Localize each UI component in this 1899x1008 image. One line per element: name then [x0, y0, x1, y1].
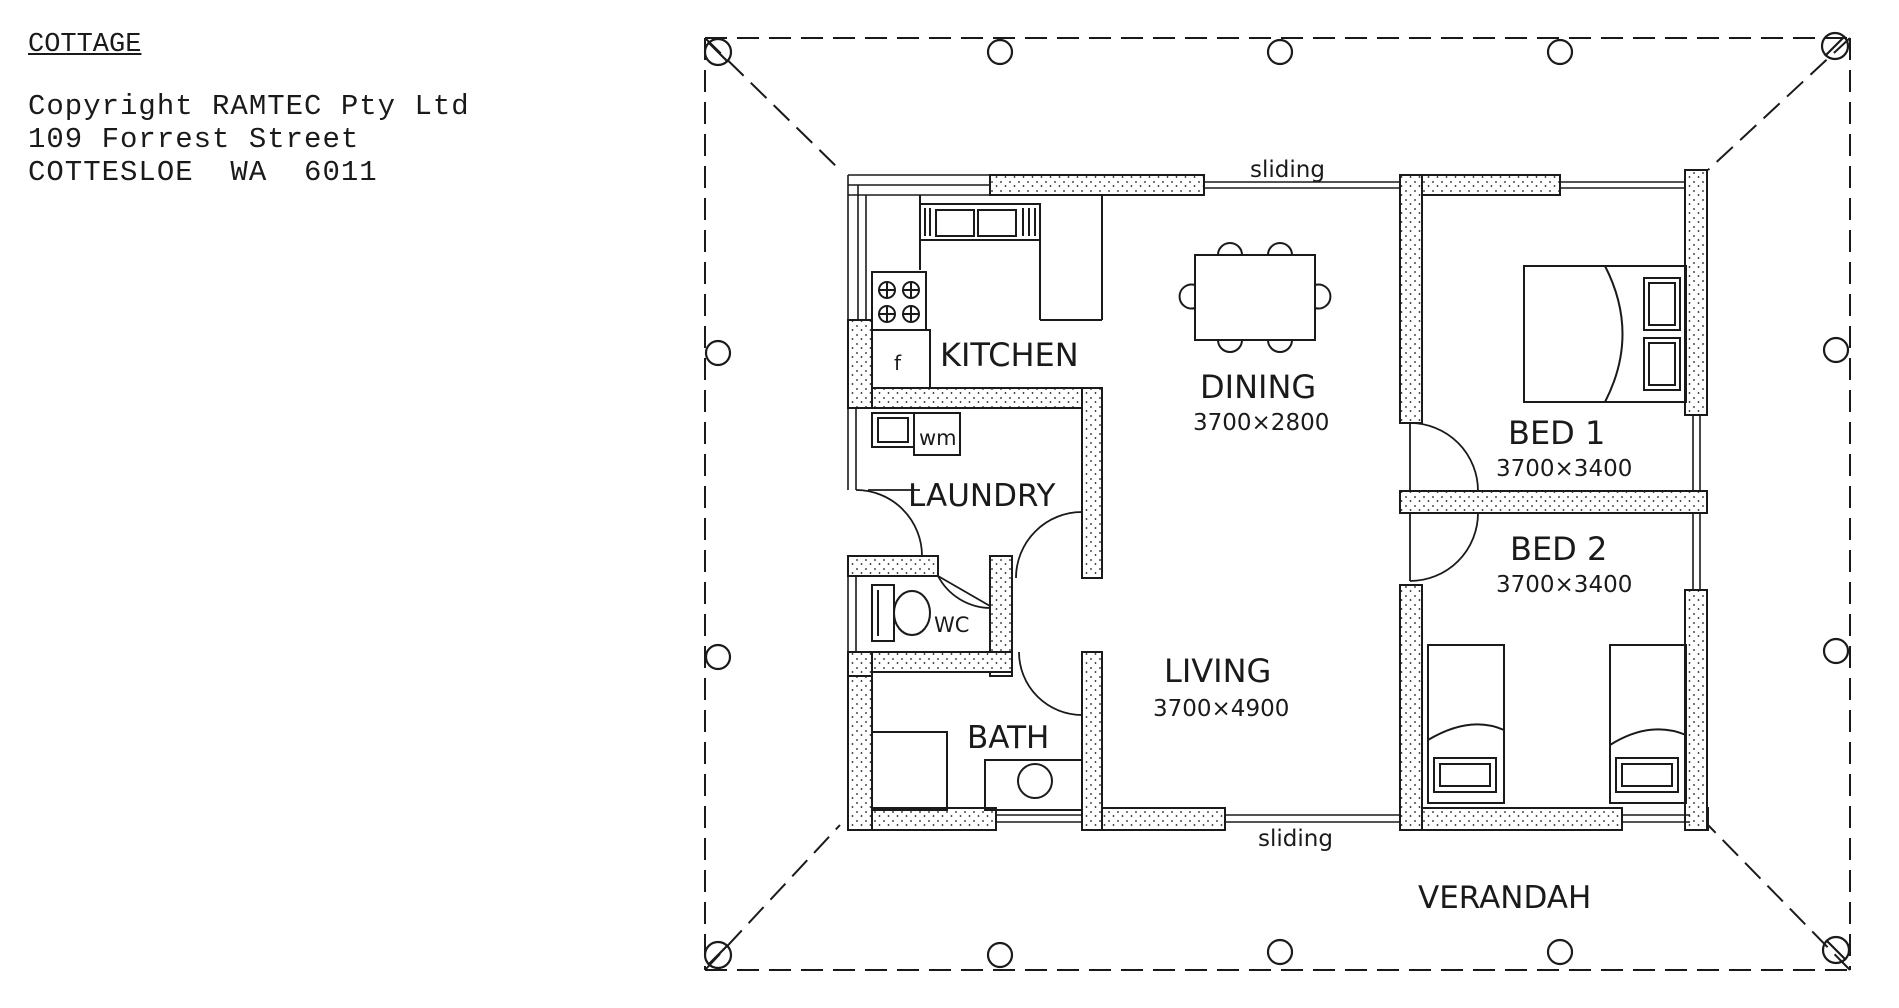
- single-bed: [1427, 644, 1505, 804]
- fridge: [871, 329, 931, 389]
- post: [1822, 637, 1850, 665]
- wc-pan: [893, 590, 931, 636]
- bed2-furniture: [1427, 644, 1687, 804]
- post: [1546, 38, 1574, 66]
- labels: KITCHEN DINING 3700×2800 LAUNDRY WC BATH…: [894, 157, 1632, 916]
- double-bed: [1523, 265, 1687, 403]
- wc-cistern: [871, 584, 895, 642]
- windows: [847, 174, 1701, 823]
- label-dining: DINING: [1200, 368, 1316, 406]
- label-bed1: BED 1: [1508, 414, 1605, 452]
- post: [1266, 38, 1294, 66]
- label-sliding-top: sliding: [1250, 157, 1325, 183]
- post: [986, 941, 1014, 969]
- bed1-furniture: [1523, 265, 1687, 403]
- post: [703, 940, 733, 970]
- label-fridge: f: [894, 351, 902, 375]
- title-block: COTTAGE Copyright RAMTEC Pty Ltd 109 For…: [28, 30, 470, 189]
- post: [986, 38, 1014, 66]
- post: [704, 643, 732, 671]
- post: [1821, 935, 1851, 965]
- doors: [855, 422, 1479, 716]
- label-sliding-bottom: sliding: [1258, 826, 1333, 852]
- label-bath: BATH: [967, 720, 1049, 756]
- sink: [919, 203, 1041, 241]
- label-verandah: VERANDAH: [1418, 880, 1591, 916]
- label-kitchen: KITCHEN: [940, 336, 1079, 374]
- post: [1822, 336, 1850, 364]
- label-living-dims: 3700×4900: [1153, 696, 1289, 722]
- address-suburb: COTTESLOE WA 6011: [28, 156, 378, 189]
- label-bed2: BED 2: [1510, 530, 1607, 568]
- label-bed1-dims: 3700×3400: [1496, 456, 1632, 482]
- dining-furniture: [1178, 242, 1332, 353]
- label-living: LIVING: [1164, 652, 1271, 690]
- label-laundry: LAUNDRY: [908, 478, 1055, 514]
- single-bed: [1609, 644, 1687, 804]
- shower-base: [984, 759, 1083, 811]
- stove: [871, 271, 927, 331]
- washing-machine: [913, 412, 961, 456]
- dining-table: [1194, 254, 1316, 341]
- label-washing-machine: wm: [919, 426, 957, 450]
- address-street: 109 Forrest Street: [28, 123, 360, 156]
- kitchen-fixtures: [871, 195, 1103, 811]
- post: [1546, 938, 1574, 966]
- post: [1266, 938, 1294, 966]
- label-wc: WC: [934, 613, 969, 637]
- post: [704, 339, 732, 367]
- post: [703, 37, 733, 67]
- label-dining-dims: 3700×2800: [1193, 410, 1329, 436]
- walls: [847, 169, 1709, 831]
- verandah-posts: [703, 31, 1851, 970]
- post: [1820, 31, 1850, 61]
- copyright-line: Copyright RAMTEC Pty Ltd: [28, 90, 470, 123]
- bathtub: [871, 731, 948, 811]
- drawing-title: COTTAGE: [28, 30, 142, 60]
- label-bed2-dims: 3700×3400: [1496, 572, 1632, 598]
